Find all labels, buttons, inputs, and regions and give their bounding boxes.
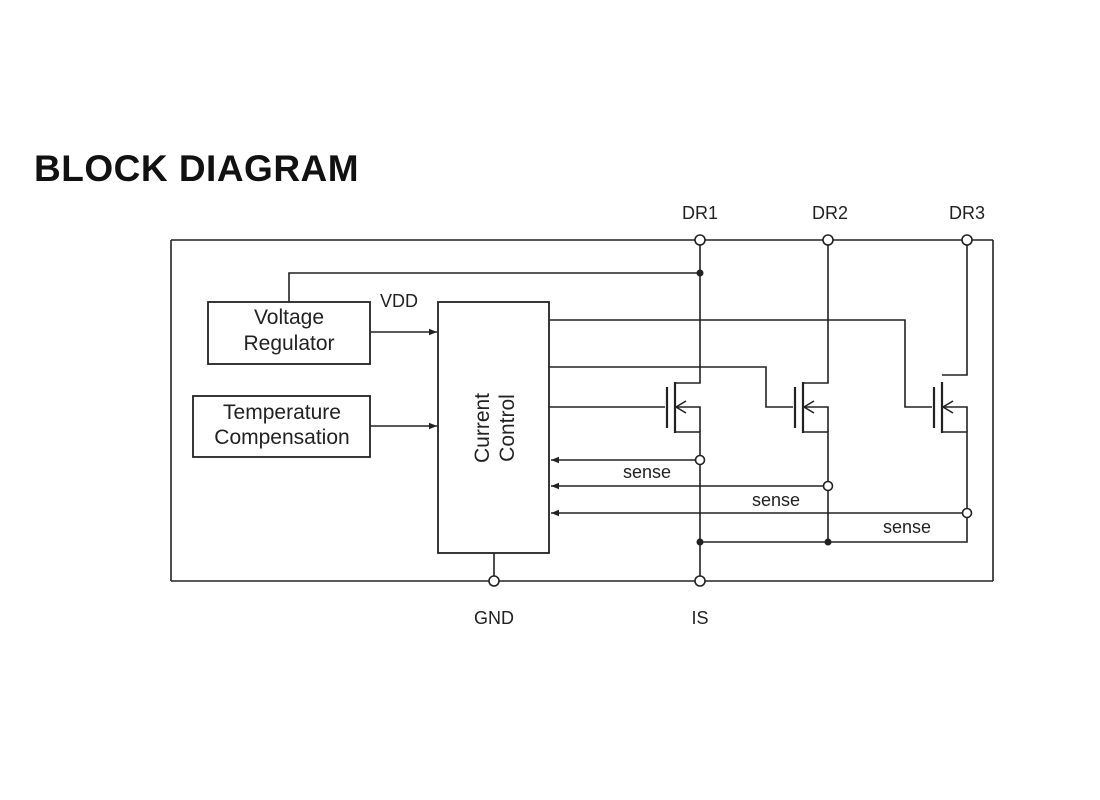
pin-dr2-terminal: [822, 234, 834, 246]
mosfet-2: [793, 240, 829, 486]
sense-label-3: sense: [883, 517, 931, 537]
current-control-label: Current Control: [471, 393, 519, 463]
sense-wiring: [551, 454, 973, 519]
voltage-regulator-block: [207, 301, 371, 365]
pin-is-terminal: [694, 575, 706, 587]
mosfet-3: [932, 240, 968, 513]
pin-dr3-label: DR3: [949, 203, 985, 223]
is-return-wiring: [696, 465, 968, 576]
current-control-label-line1: Current: [471, 393, 494, 463]
temperature-compensation-block: [192, 395, 371, 458]
current-control-block: [437, 301, 550, 554]
package-outline: [170, 239, 994, 582]
current-control-label-line2: Control: [496, 394, 519, 462]
pin-dr2-label: DR2: [812, 203, 848, 223]
vdd-label: VDD: [380, 291, 418, 311]
voltage-regulator-label-line1: Voltage: [254, 306, 324, 329]
vdd-wiring: [288, 269, 704, 430]
pin-dr3-terminal: [961, 234, 973, 246]
mosfet-1: [665, 240, 701, 460]
sense-label-1: sense: [623, 462, 671, 482]
temperature-compensation-label-line1: Temperature: [223, 401, 341, 424]
pin-dr1-label: DR1: [682, 203, 718, 223]
diagram-title: BLOCK DIAGRAM: [34, 148, 360, 189]
pin-dr1-terminal: [694, 234, 706, 246]
pin-gnd-terminal: [488, 575, 500, 587]
gate-drive-wiring: [549, 319, 932, 408]
temperature-compensation-label-line2: Compensation: [214, 426, 349, 449]
voltage-regulator-label-line2: Regulator: [243, 332, 334, 355]
pin-is-label: IS: [691, 608, 708, 628]
pin-gnd-label: GND: [474, 608, 514, 628]
sense-label-2: sense: [752, 490, 800, 510]
